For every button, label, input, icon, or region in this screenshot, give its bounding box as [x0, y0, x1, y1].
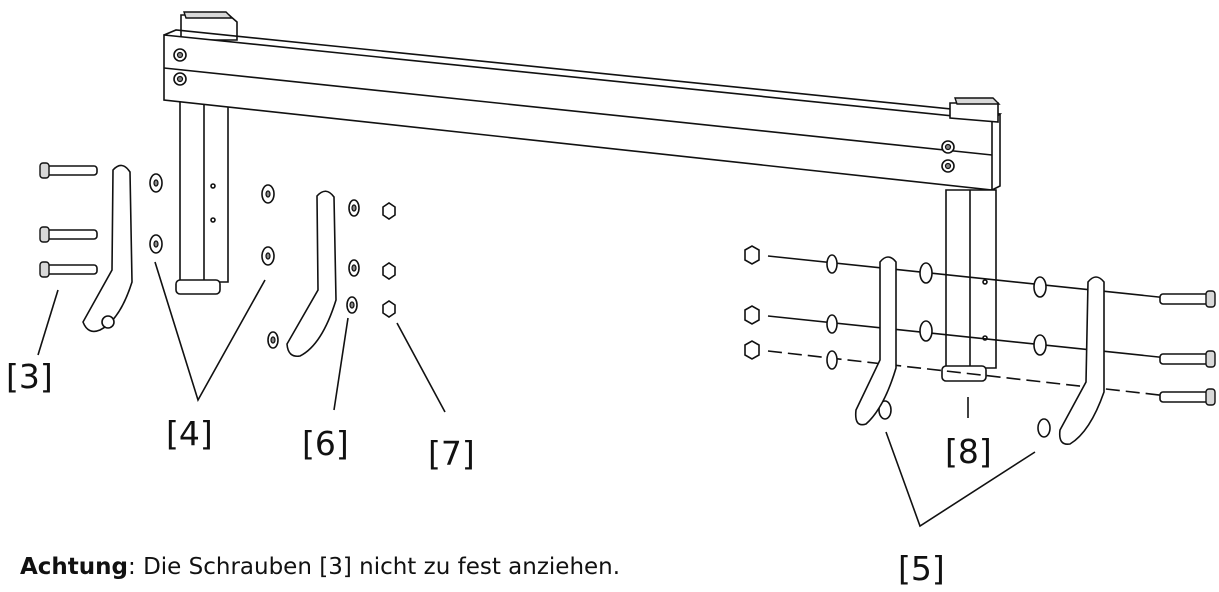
label-nuts: [7] — [428, 434, 475, 473]
left-bolts — [39, 162, 98, 278]
right-nuts — [744, 245, 760, 360]
left-outer-plate-b — [286, 190, 337, 358]
left-washers-b — [261, 184, 279, 349]
right-washers — [826, 254, 1051, 438]
label-foot: [8] — [945, 432, 992, 471]
leader-lines — [37, 261, 1036, 528]
left-small-washers — [346, 199, 360, 314]
frame — [163, 11, 1003, 382]
label-outer-plates-left: [4] — [166, 414, 213, 453]
left-washers-a — [149, 173, 163, 254]
right-outer-plate-a — [854, 256, 897, 426]
label-outer-plates-right: [5] — [898, 549, 945, 588]
label-bolts: [3] — [6, 357, 53, 396]
label-washers: [6] — [302, 424, 349, 463]
left-nuts — [382, 202, 396, 318]
right-outer-plate-b — [1058, 276, 1105, 446]
caution-note: Achtung: Die Schrauben [3] nicht zu fest… — [20, 554, 620, 580]
caution-keyword: Achtung — [20, 554, 129, 580]
caution-text: : Die Schrauben [3] nicht zu fest anzieh… — [128, 554, 621, 580]
right-bolts — [1159, 290, 1216, 406]
left-outer-plate-a — [82, 164, 133, 333]
